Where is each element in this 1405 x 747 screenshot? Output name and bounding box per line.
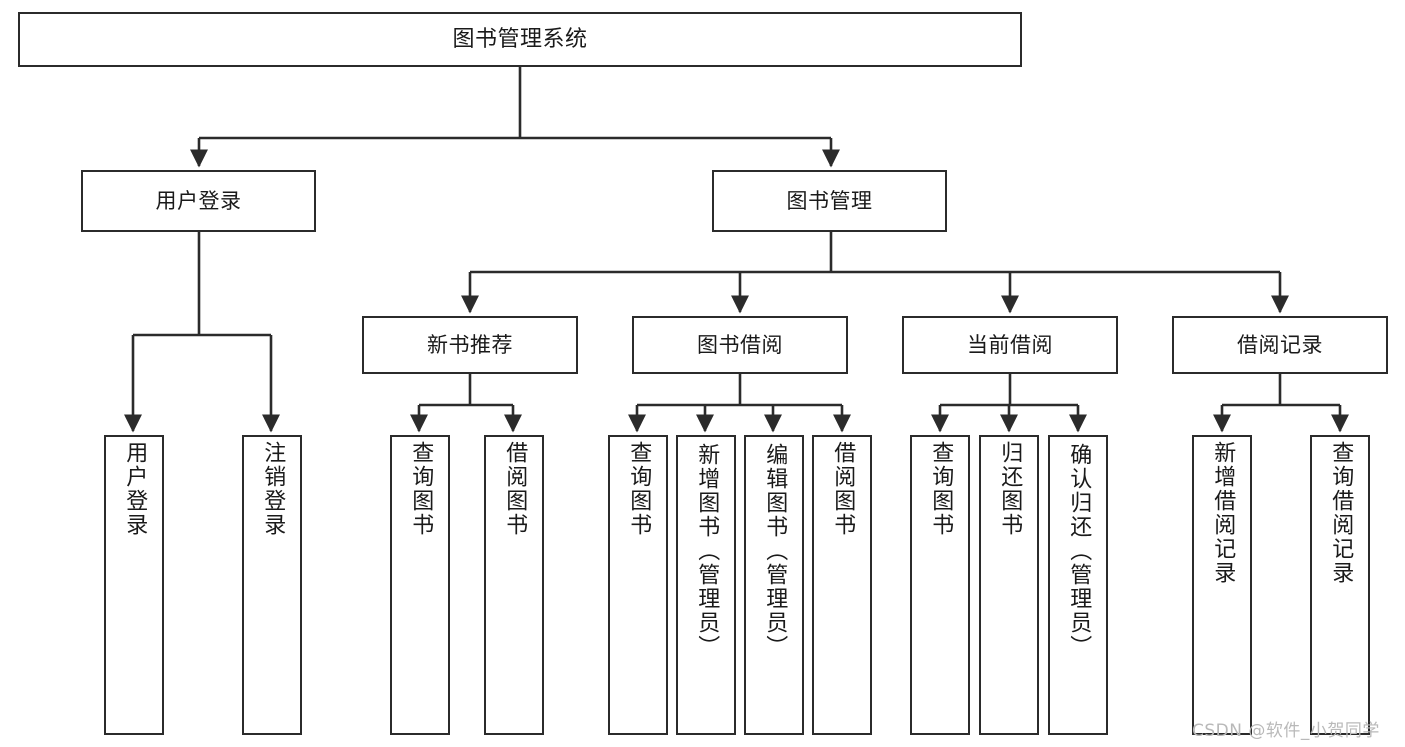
leaf-logout-label: 注销登录 — [260, 441, 286, 537]
leaf-return-book[interactable]: 归还图书 — [979, 435, 1039, 735]
leaf-query-book-c-label: 查询图书 — [928, 441, 954, 537]
leaf-user-login[interactable]: 用户登录 — [104, 435, 164, 735]
node-book-management-label: 图书管理 — [786, 188, 873, 213]
node-root-label: 图书管理系统 — [452, 26, 588, 52]
node-current-borrow-label: 当前借阅 — [967, 332, 1053, 357]
leaf-query-book-a[interactable]: 查询图书 — [390, 435, 450, 735]
node-new-book-recommend[interactable]: 新书推荐 — [362, 316, 578, 374]
leaf-query-book-b-label: 查询图书 — [626, 441, 652, 537]
leaf-confirm-return-admin[interactable]: 确认归还（管理员） — [1048, 435, 1108, 735]
leaf-edit-book-admin[interactable]: 编辑图书（管理员） — [744, 435, 804, 735]
csdn-watermark: CSDN @软件_小贺同学 — [1192, 721, 1380, 741]
leaf-borrow-book-b-label: 借阅图书 — [830, 441, 856, 537]
leaf-query-book-c[interactable]: 查询图书 — [910, 435, 970, 735]
node-root[interactable]: 图书管理系统 — [18, 12, 1022, 67]
leaf-confirm-return-admin-label: 确认归还（管理员） — [1066, 443, 1092, 659]
leaf-return-book-label: 归还图书 — [997, 441, 1023, 537]
leaf-query-borrow-record-label: 查询借阅记录 — [1328, 441, 1354, 585]
node-borrow-record[interactable]: 借阅记录 — [1172, 316, 1388, 374]
node-new-book-recommend-label: 新书推荐 — [427, 332, 513, 357]
leaf-user-login-label: 用户登录 — [122, 441, 148, 537]
leaf-query-borrow-record[interactable]: 查询借阅记录 — [1310, 435, 1370, 735]
leaf-query-book-b[interactable]: 查询图书 — [608, 435, 668, 735]
node-book-borrow[interactable]: 图书借阅 — [632, 316, 848, 374]
leaf-edit-book-admin-label: 编辑图书（管理员） — [762, 443, 788, 659]
node-book-borrow-label: 图书借阅 — [697, 332, 783, 357]
leaf-borrow-book-b[interactable]: 借阅图书 — [812, 435, 872, 735]
leaf-add-borrow-record-label: 新增借阅记录 — [1210, 441, 1236, 585]
leaf-query-book-a-label: 查询图书 — [408, 441, 434, 537]
node-user-login-label: 用户登录 — [155, 188, 242, 213]
node-current-borrow[interactable]: 当前借阅 — [902, 316, 1118, 374]
leaf-add-book-admin-label: 新增图书（管理员） — [694, 443, 720, 659]
leaf-borrow-book-a-label: 借阅图书 — [502, 441, 528, 537]
leaf-borrow-book-a[interactable]: 借阅图书 — [484, 435, 544, 735]
node-book-management[interactable]: 图书管理 — [712, 170, 947, 232]
leaf-logout[interactable]: 注销登录 — [242, 435, 302, 735]
leaf-add-book-admin[interactable]: 新增图书（管理员） — [676, 435, 736, 735]
node-user-login[interactable]: 用户登录 — [81, 170, 316, 232]
leaf-add-borrow-record[interactable]: 新增借阅记录 — [1192, 435, 1252, 735]
node-borrow-record-label: 借阅记录 — [1237, 332, 1323, 357]
